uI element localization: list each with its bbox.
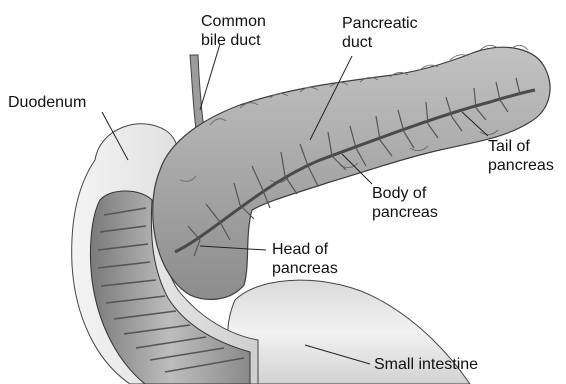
leader-common-bile-duct [200, 44, 220, 110]
label-tail-of-pancreas: Tail of pancreas [488, 137, 554, 175]
label-common-bile-duct: Common bile duct [201, 12, 266, 50]
label-body-of-pancreas: Body of pancreas [372, 184, 438, 222]
label-small-intestine: Small intestine [374, 355, 478, 374]
label-pancreatic-duct: Pancreatic duct [342, 14, 418, 52]
common-bile-duct-shape [190, 55, 204, 130]
label-head-of-pancreas: Head of pancreas [272, 240, 338, 278]
label-duodenum: Duodenum [8, 93, 86, 112]
